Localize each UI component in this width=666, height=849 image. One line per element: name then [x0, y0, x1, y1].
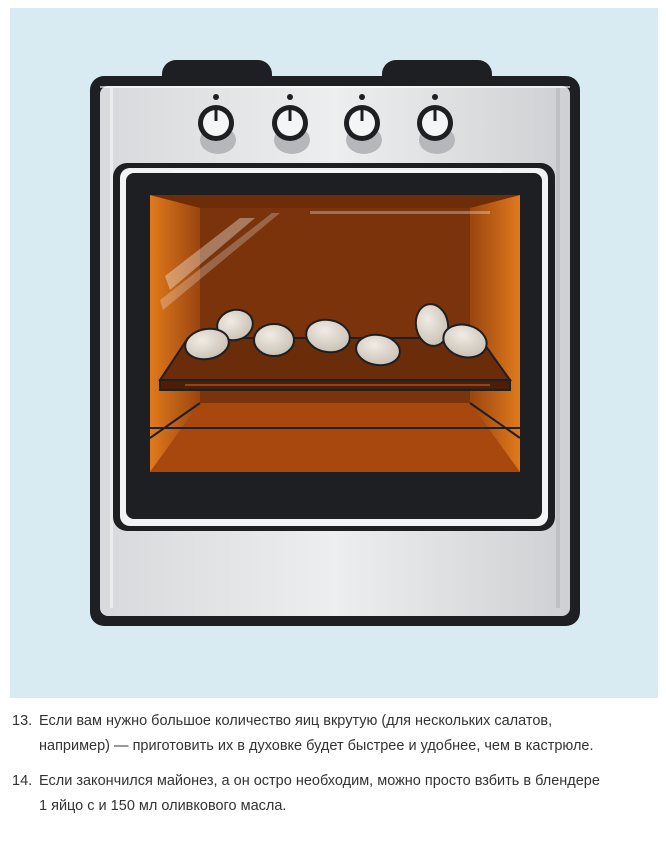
tip-text-line: например) — приготовить их в духовке буд… [39, 738, 594, 754]
oven-knobs [198, 94, 455, 154]
tip-number: 14. [12, 773, 33, 789]
egg-icon [414, 303, 450, 347]
oven-illustration [10, 8, 658, 698]
list-item: 14. Если закончился майонез, а он остро … [12, 769, 662, 819]
knob-2-icon [272, 94, 310, 154]
knob-4-icon [417, 94, 455, 154]
tip-number: 13. [12, 713, 33, 729]
tip-text-line: Если закончился майонез, а он остро необ… [39, 773, 600, 789]
egg-icon [305, 318, 351, 354]
knob-3-icon [344, 94, 382, 154]
eggs [184, 303, 488, 367]
egg-icon [442, 323, 488, 359]
list-item: 13. Если вам нужно большое количество яи… [12, 709, 662, 759]
egg-icon [184, 327, 230, 361]
tip-text-line: Если вам нужно большое количество яиц вк… [39, 713, 553, 729]
egg-icon [253, 323, 295, 357]
knob-1-icon [198, 94, 236, 154]
oven-with-eggs-icon [90, 60, 580, 626]
tips-list: 13. Если вам нужно большое количество яи… [12, 709, 662, 829]
tip-text-line: 1 яйцо с и 150 мл оливкового масла. [39, 798, 287, 814]
egg-icon [355, 333, 401, 367]
